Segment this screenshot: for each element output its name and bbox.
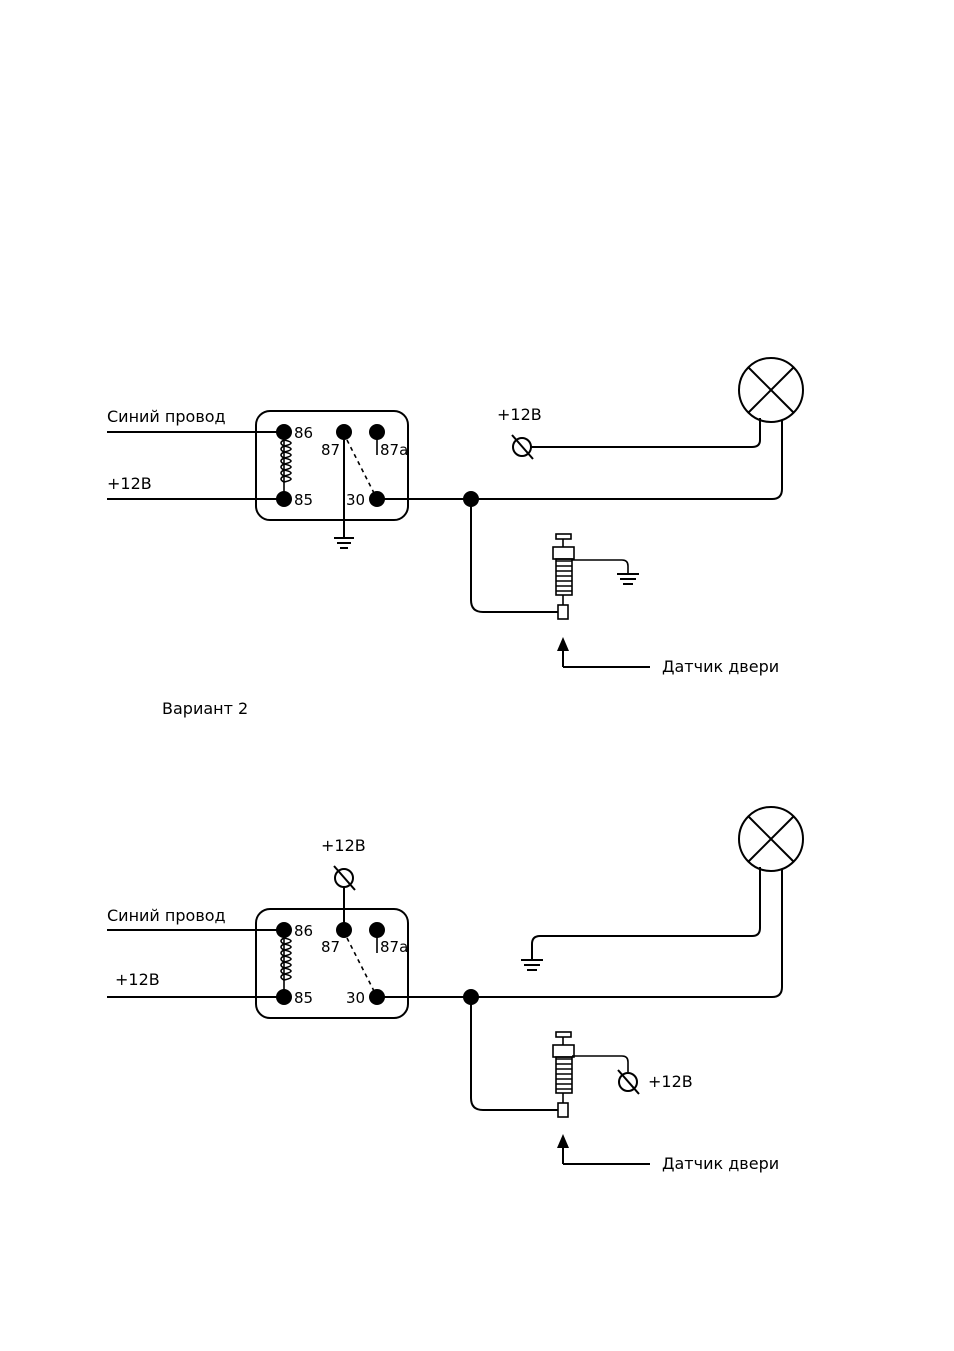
- variant-1-diagram: 86 85 87 87a 30 Синий провод +12В +12В: [107, 358, 803, 676]
- relay-coil-icon: [281, 930, 291, 997]
- fuse-icon: [512, 435, 533, 459]
- sensor-arrow-line: [563, 1145, 650, 1164]
- pin-85-dot: [276, 989, 292, 1005]
- fuse-icon: [618, 1070, 639, 1094]
- lamp-ground-wire: [532, 867, 760, 960]
- pin-86-label: 86: [294, 922, 313, 940]
- plus12-input-label: +12В: [115, 970, 160, 989]
- switch-supply-wire: [572, 1056, 628, 1072]
- ground-icon: [617, 574, 639, 584]
- ground-icon: [334, 538, 354, 548]
- pin-86-dot: [276, 424, 292, 440]
- sensor-arrow-line: [563, 648, 650, 667]
- pin-85-label: 85: [294, 989, 313, 1007]
- arrow-head-icon: [557, 637, 569, 651]
- sensor-wire: [471, 997, 558, 1110]
- relay-armature: [347, 938, 375, 993]
- plus12-input-label: +12В: [107, 474, 152, 493]
- variant-2-diagram: +12В 86 85 87 87a 30 Синий провод +12В: [107, 807, 803, 1173]
- door-sensor-label: Датчик двери: [662, 657, 779, 676]
- pin-86-dot: [276, 922, 292, 938]
- fuse-plus12-label: +12В: [497, 405, 542, 424]
- output-wire: [377, 420, 782, 499]
- ground-icon: [521, 960, 543, 970]
- sensor-plus12-label: +12В: [648, 1072, 693, 1091]
- fuse-icon: [334, 866, 355, 890]
- arrow-head-icon: [557, 1134, 569, 1148]
- relay-armature: [347, 440, 375, 495]
- pin-86-label: 86: [294, 424, 313, 442]
- pin-85-dot: [276, 491, 292, 507]
- output-wire: [377, 869, 782, 997]
- lamp-icon: [739, 358, 803, 422]
- pin-87-label: 87: [321, 938, 340, 956]
- pin-30-label: 30: [346, 989, 365, 1007]
- relay-plus12-label: +12В: [321, 836, 366, 855]
- door-sensor-label: Датчик двери: [662, 1154, 779, 1173]
- pin-87a-label: 87a: [380, 441, 408, 459]
- switch-ground-wire: [572, 560, 628, 574]
- blue-wire-label: Синий провод: [107, 906, 226, 925]
- relay-coil-icon: [281, 432, 291, 499]
- pin-85-label: 85: [294, 491, 313, 509]
- door-switch-icon: [553, 534, 574, 619]
- sensor-wire: [471, 499, 558, 612]
- pin-87a-label: 87a: [380, 938, 408, 956]
- pin-30-label: 30: [346, 491, 365, 509]
- door-switch-icon: [553, 1032, 574, 1117]
- fuse-to-lamp-wire: [531, 418, 760, 447]
- lamp-icon: [739, 807, 803, 871]
- blue-wire-label: Синий провод: [107, 407, 226, 426]
- variant-2-title: Вариант 2: [162, 699, 248, 718]
- pin-87-label: 87: [321, 441, 340, 459]
